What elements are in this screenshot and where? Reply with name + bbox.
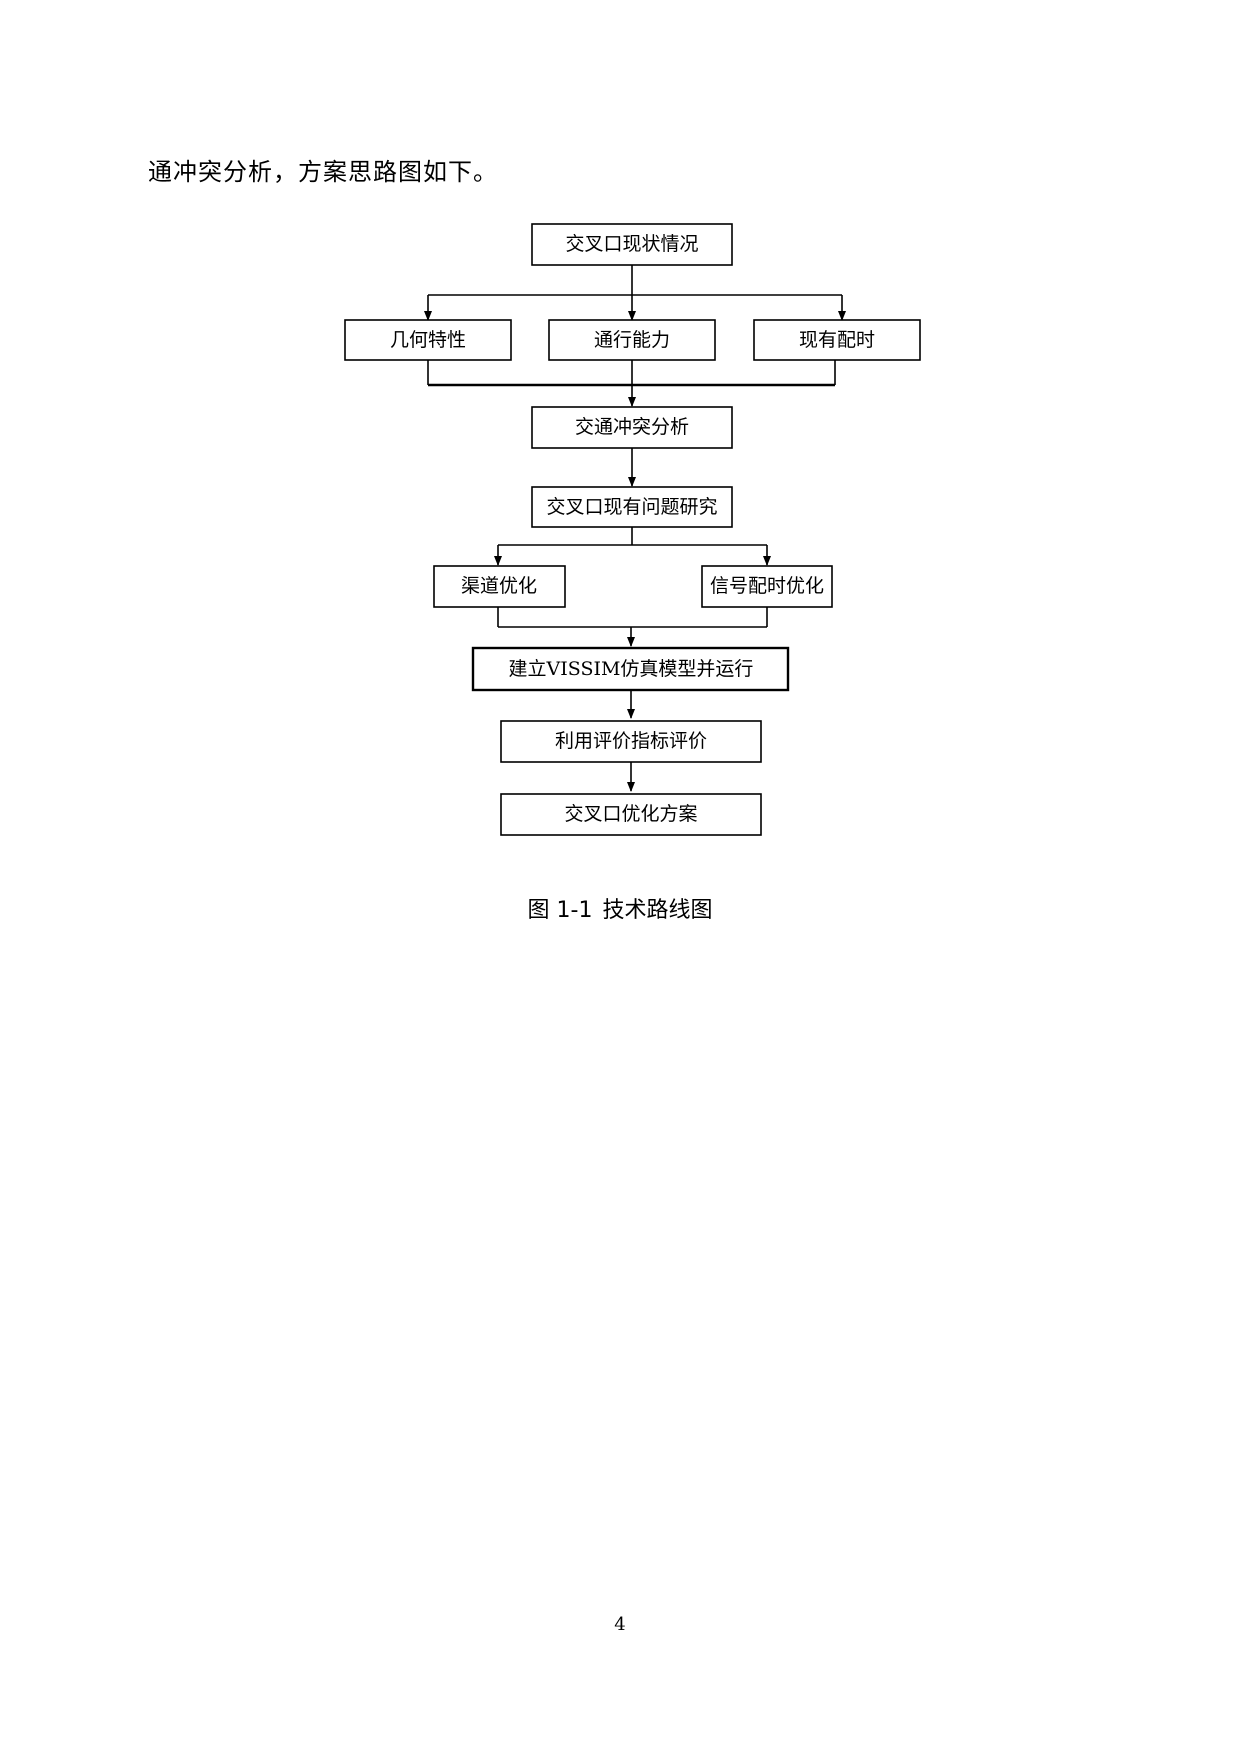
node-status-label: 交叉口现状情况: [565, 233, 698, 255]
node-timing-label: 现有配时: [799, 329, 875, 351]
node-labels: 交叉口现状情况 几何特性 通行能力 现有配时 交通冲突分析 交叉口现有问题研究 …: [390, 233, 875, 825]
figure-title: 技术路线图: [602, 898, 713, 923]
node-problems-box: [531, 486, 733, 528]
node-plan-label: 交叉口优化方案: [564, 803, 697, 825]
technical-route-flowchart: 交叉口现状情况 几何特性 通行能力 现有配时 交通冲突分析 交叉口现有问题研究 …: [344, 223, 921, 836]
node-vissim-label: 建立VISSIM仿真模型并运行: [509, 658, 754, 680]
figure-caption: 图 1-1 技术路线图: [0, 892, 1240, 924]
node-capacity-label: 通行能力: [594, 329, 670, 351]
node-signal-label: 信号配时优化: [710, 575, 824, 597]
node-problems-label: 交叉口现有问题研究: [546, 496, 717, 518]
node-channel-box: [433, 565, 566, 608]
connectors: [424, 265, 846, 792]
figure-number: 图 1-1: [527, 898, 593, 923]
node-channel-label: 渠道优化: [461, 575, 537, 597]
node-signal-box: [701, 565, 833, 608]
node-capacity-box: [548, 319, 716, 361]
node-geometry-label: 几何特性: [390, 329, 466, 351]
node-conflict-label: 交通冲突分析: [575, 416, 689, 438]
node-evaluate-label: 利用评价指标评价: [555, 730, 707, 752]
node-evaluate-box: [500, 720, 762, 763]
node-vissim-box: [471, 646, 790, 692]
node-conflict-box: [531, 406, 733, 449]
node-status-box: [531, 223, 733, 266]
node-plan-box: [500, 793, 762, 836]
node-geometry-box: [344, 319, 512, 361]
page-number: 4: [614, 1614, 626, 1635]
intro-paragraph: 通冲突分析，方案思路图如下。: [148, 158, 498, 186]
node-boxes: [344, 223, 921, 836]
node-timing-box: [753, 319, 921, 361]
